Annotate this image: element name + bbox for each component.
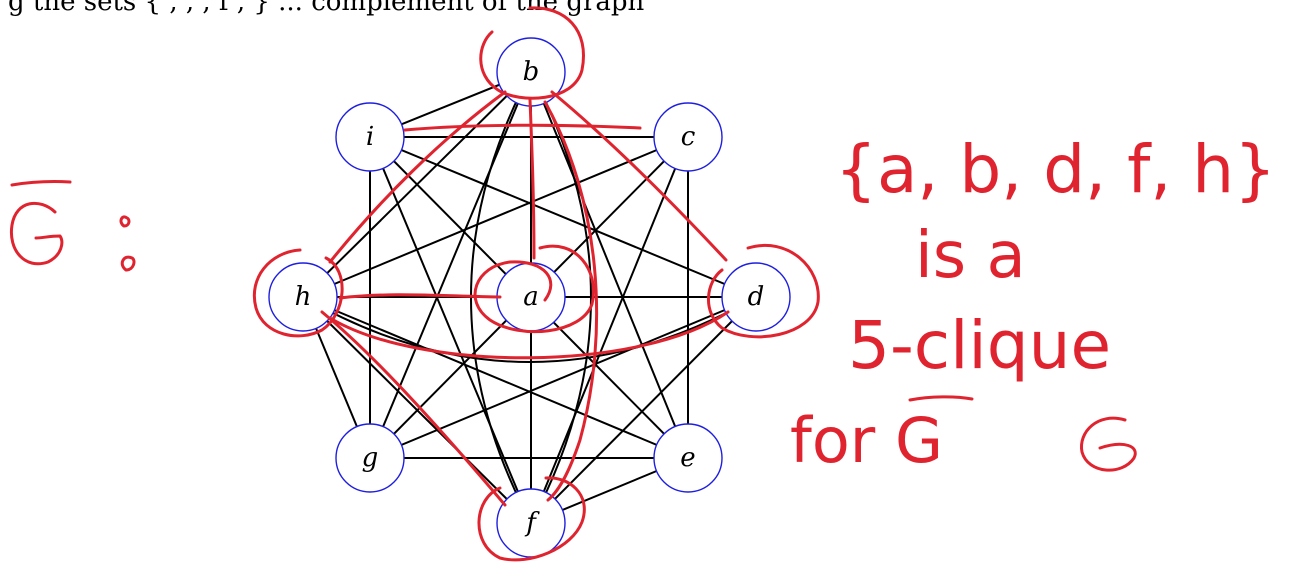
- node-circle-i: [335, 102, 405, 172]
- node-circle-c: [653, 102, 723, 172]
- node-g: g: [335, 423, 405, 493]
- node-label-a: a: [523, 282, 539, 312]
- node-circle-g: [335, 423, 405, 493]
- node-circle-h: [268, 262, 338, 332]
- loop-h: [252, 248, 344, 338]
- node-label-d: d: [748, 282, 765, 312]
- node-label-b: b: [523, 57, 540, 87]
- edge-i-f: [369, 136, 532, 524]
- node-label-e: e: [680, 443, 695, 473]
- node-d: d: [721, 262, 791, 332]
- annotation-is-a: is a: [915, 219, 1026, 293]
- ink-edge-b-f: [543, 100, 599, 502]
- node-circle-d: [721, 262, 791, 332]
- node-circle-e: [653, 423, 723, 493]
- edge-b-e: [530, 71, 689, 459]
- for-g-overline: [908, 395, 974, 402]
- handwritten-annotations: {a, b, d, f, h} is a 5-clique for G: [9, 6, 1276, 562]
- edge-h-f: [302, 296, 532, 524]
- ink-edge-h-d: [328, 310, 730, 360]
- edge-c-f: [530, 136, 689, 524]
- loop-f: [477, 476, 586, 562]
- node-a: a: [496, 262, 566, 332]
- ink-edge-i-c: [403, 123, 642, 132]
- loop-a: [473, 244, 595, 334]
- annotation-set: {a, b, d, f, h}: [835, 131, 1276, 208]
- gbar-overline: [10, 180, 72, 187]
- node-label-c: c: [681, 122, 696, 152]
- edge-i-d: [369, 136, 757, 298]
- node-h: h: [268, 262, 338, 332]
- loop-d: [707, 243, 820, 339]
- ink-edge-b-a: [528, 98, 536, 260]
- ink-edge-b-d: [550, 90, 728, 262]
- edge-c-h: [302, 136, 689, 298]
- gbar-g-letter: [9, 201, 64, 266]
- annotation-circle-mark: [1080, 416, 1137, 472]
- node-c: c: [653, 102, 723, 172]
- node-b: b: [496, 37, 566, 107]
- ink-edge-b-h: [328, 90, 507, 264]
- node-label-i: i: [366, 122, 374, 152]
- edge-b-g: [369, 71, 532, 459]
- edge-d-f: [530, 296, 757, 524]
- node-label-h: h: [295, 282, 312, 312]
- gbar-colon: [119, 215, 136, 272]
- node-i: i: [335, 102, 405, 172]
- node-e: e: [653, 423, 723, 493]
- node-label-g: g: [362, 443, 379, 473]
- node-f: f: [496, 488, 566, 558]
- curved-edge-h-d-below: [302, 296, 757, 363]
- annotation-clique: 5-clique: [848, 307, 1111, 384]
- ink-edge-h-f: [320, 310, 507, 507]
- edge-d-g: [369, 296, 757, 459]
- top-text-fragment: g the sets { , , , f , } ... complement …: [8, 0, 645, 17]
- graph-nodes: a b c d e f g h i: [268, 37, 791, 558]
- edge-b-h: [302, 71, 532, 298]
- annotation-for-g: for G: [790, 404, 943, 477]
- ink-edge-h-a: [338, 293, 502, 300]
